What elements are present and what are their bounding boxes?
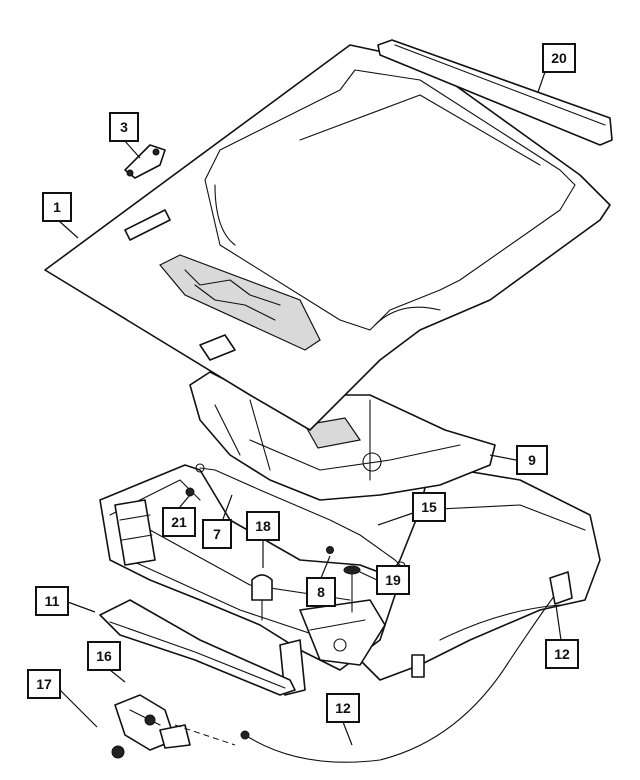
callout-12-right: 12 [545, 639, 579, 669]
callout-8: 8 [306, 577, 336, 607]
radiator-support [99, 464, 401, 696]
callout-label: 16 [96, 648, 112, 664]
callout-7: 7 [202, 519, 232, 549]
callout-1: 1 [42, 192, 72, 222]
hood-weatherstrip [377, 39, 613, 146]
leader-lines [57, 71, 562, 746]
retainer-clip [326, 546, 334, 554]
bumper-stop [251, 574, 273, 621]
callout-label: 3 [120, 119, 128, 135]
callout-label: 12 [554, 646, 570, 662]
callout-15: 15 [412, 492, 446, 522]
hood-latch [111, 694, 236, 759]
callout-label: 11 [45, 593, 60, 609]
callout-18: 18 [246, 511, 280, 541]
callout-17: 17 [27, 669, 61, 699]
bolt [343, 565, 361, 613]
hood-panel [44, 44, 611, 431]
callout-label: 12 [335, 700, 351, 716]
callout-label: 19 [385, 572, 401, 588]
callout-19: 19 [376, 565, 410, 595]
callout-label: 9 [528, 452, 536, 468]
lower-valance-panel [99, 599, 296, 696]
callout-11: 11 [35, 586, 69, 616]
callout-3: 3 [109, 112, 139, 142]
callout-label: 20 [551, 50, 567, 66]
hood-release-cable [240, 571, 573, 763]
hood-hinge [124, 144, 166, 179]
callout-label: 7 [213, 526, 221, 542]
callout-label: 21 [171, 514, 187, 530]
callout-16: 16 [87, 641, 121, 671]
callout-9: 9 [516, 445, 548, 475]
callout-label: 1 [53, 199, 61, 215]
callout-label: 8 [317, 584, 325, 600]
callout-label: 18 [255, 518, 271, 534]
callout-20: 20 [542, 43, 576, 73]
nut [185, 487, 195, 497]
callout-label: 17 [36, 676, 52, 692]
callout-21: 21 [162, 507, 196, 537]
callout-12-bottom: 12 [326, 693, 360, 723]
callout-label: 15 [421, 499, 437, 515]
